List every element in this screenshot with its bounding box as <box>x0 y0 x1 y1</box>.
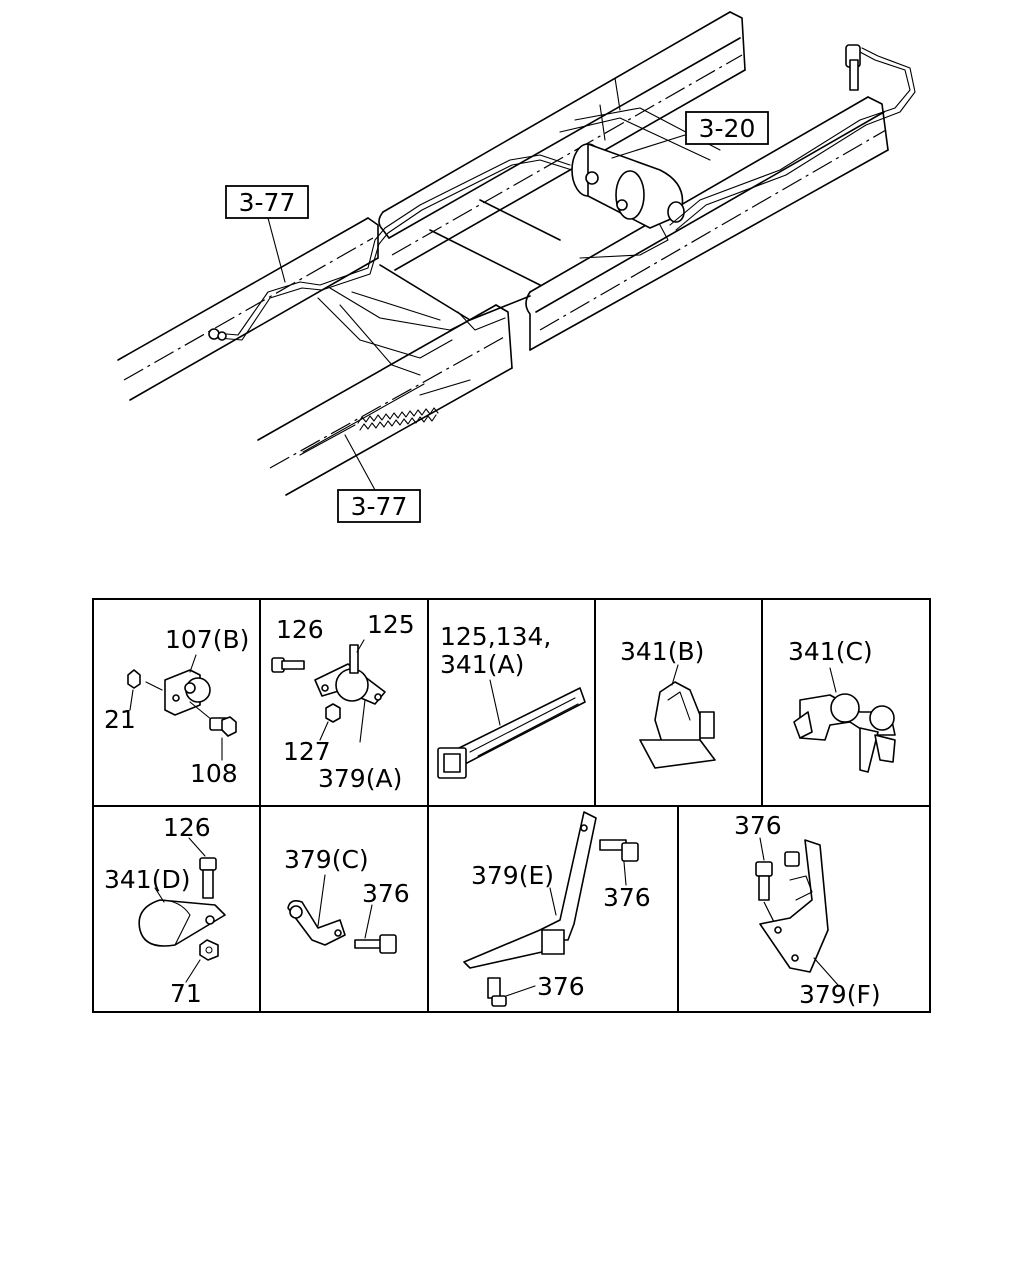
svg-text:3-77: 3-77 <box>351 492 408 521</box>
label-341c: 341(C) <box>788 637 873 666</box>
parts-grid <box>92 598 931 1013</box>
cell-379f: 376 379(F) <box>734 811 881 1009</box>
cell-341b: 341(B) <box>620 637 716 769</box>
label-379a: 379(A) <box>318 764 402 793</box>
cell-379a: 126 125 127 379(A) <box>271 610 415 793</box>
label-379f: 379(F) <box>799 980 881 1009</box>
label-379c: 379(C) <box>284 845 369 874</box>
label-127: 127 <box>283 737 331 766</box>
cell-379e: 379(E) 376 376 <box>463 811 651 1007</box>
label-376-c: 376 <box>537 972 585 1001</box>
label-376-b: 376 <box>603 883 651 912</box>
brake-actuator <box>571 143 685 259</box>
label-126-b: 126 <box>163 813 211 842</box>
ref-box-top-left[interactable]: 3-77 <box>225 185 309 219</box>
label-341b: 341(B) <box>620 637 704 666</box>
cell-107b: 107(B) 21 108 <box>104 625 249 788</box>
label-341a: 341(A) <box>440 650 524 679</box>
cable-spring <box>357 407 439 431</box>
label-108: 108 <box>190 759 238 788</box>
label-376: 376 <box>362 879 410 908</box>
cell-379c: 379(C) 376 <box>284 845 410 954</box>
ref-box-bottom[interactable]: 3-77 <box>337 489 421 523</box>
cell-341d: 126 341(D) 71 <box>104 813 226 1008</box>
label-379e: 379(E) <box>471 861 554 890</box>
label-376-d: 376 <box>734 811 782 840</box>
chassis-frame-illustration <box>117 11 916 496</box>
label-71: 71 <box>170 979 202 1008</box>
cell-341a: 125,134, 341(A) <box>437 622 586 779</box>
label-126: 126 <box>276 615 324 644</box>
ref-box-top-right[interactable]: 3-20 <box>685 111 769 145</box>
svg-text:3-20: 3-20 <box>699 114 756 143</box>
label-125: 125 <box>367 610 415 639</box>
label-341d: 341(D) <box>104 865 190 894</box>
label-107b: 107(B) <box>165 625 249 654</box>
cable-end-fitting <box>845 44 861 91</box>
cell-341c: 341(C) <box>788 637 896 773</box>
label-125-134: 125,134, <box>440 622 551 651</box>
label-21: 21 <box>104 705 136 734</box>
svg-text:3-77: 3-77 <box>239 188 296 217</box>
